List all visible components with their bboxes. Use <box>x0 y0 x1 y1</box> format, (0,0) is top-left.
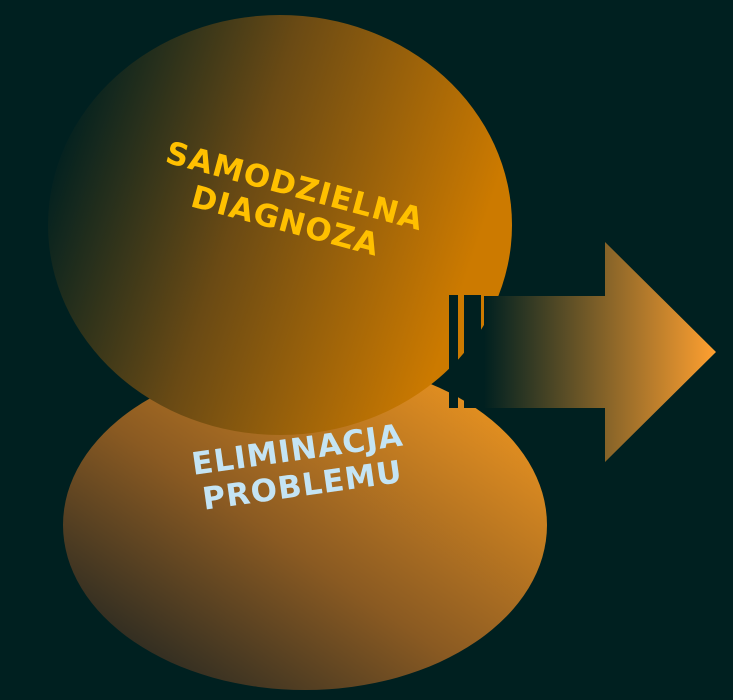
bottom-circle <box>63 360 547 690</box>
top-circle <box>48 15 512 435</box>
arrow-icon <box>449 242 716 462</box>
